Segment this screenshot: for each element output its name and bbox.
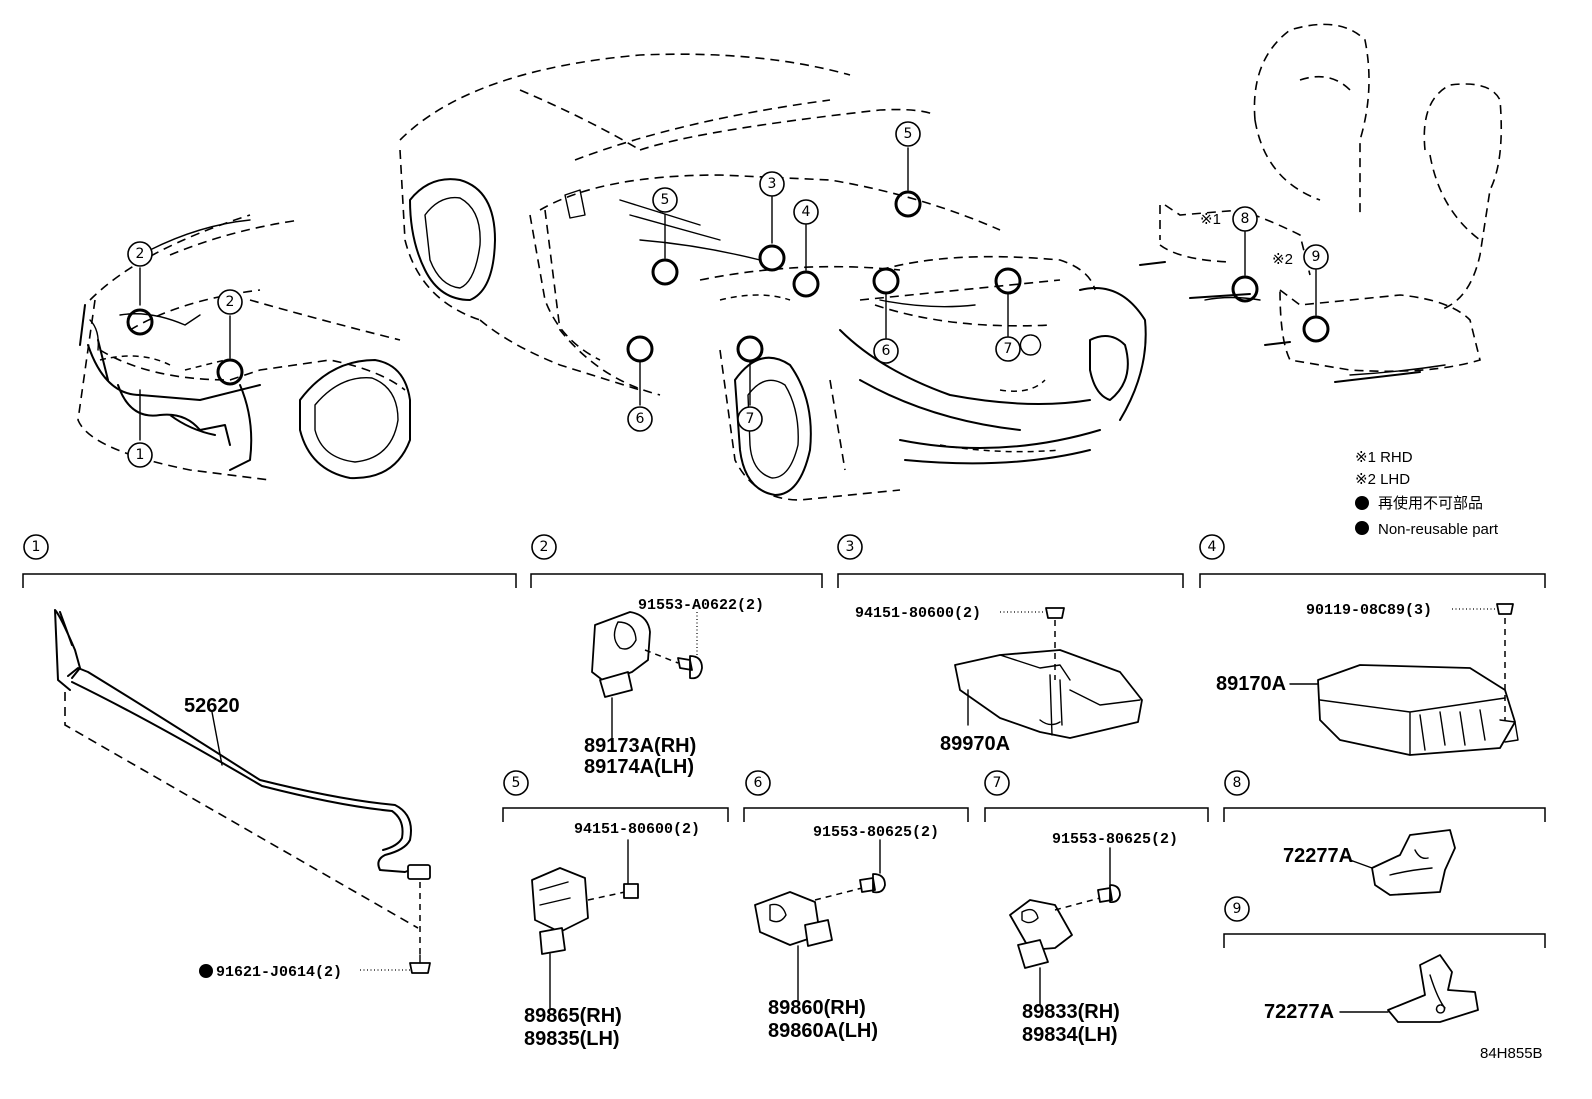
part-89174A-label: 89174A(LH): [584, 756, 694, 778]
fastener-91553-A0622-label: 91553-A0622(2): [638, 597, 764, 614]
nonreusable-dot-icon: [199, 964, 213, 978]
legend-lhd: ※2 LHD: [1355, 471, 1410, 488]
svg-text:3: 3: [768, 176, 777, 192]
svg-text:7: 7: [746, 411, 755, 427]
legend-nonreusable-en: Non-reusable part: [1378, 521, 1499, 538]
fastener-94151-80600b-label: 94151-80600(2): [574, 821, 700, 838]
section-5-side-sensor: 94151-80600(2) 89865(RH) 89835(LH): [524, 821, 700, 1050]
nonreusable-dot-icon: [1355, 496, 1369, 510]
svg-text:1: 1: [32, 539, 41, 555]
callout-2: 2: [217, 289, 243, 315]
fastener-94151-80600-label: 94151-80600(2): [855, 605, 981, 622]
legend-rhd: ※1 RHD: [1355, 449, 1413, 466]
legend: ※1 RHD ※2 LHD 再使用不可部品 Non-reusable part: [1355, 449, 1499, 538]
svg-text:5: 5: [512, 775, 521, 791]
svg-text:5: 5: [904, 126, 913, 142]
part-89834-label: 89834(LH): [1022, 1024, 1118, 1046]
part-52620-label: 52620: [184, 695, 240, 717]
section-brackets: [22, 573, 1546, 948]
svg-text:7: 7: [1004, 341, 1013, 357]
callout-1: 1: [127, 442, 153, 468]
svg-text:5: 5: [661, 192, 670, 208]
part-89860-label: 89860(RH): [768, 997, 866, 1019]
part-89170A-label: 89170A: [1216, 673, 1286, 695]
section-5-number: 5: [503, 770, 529, 796]
callout-5: 5: [895, 121, 921, 147]
section-6-side-sensor: 91553-80625(2) 89860(RH) 89860A(LH): [754, 824, 939, 1042]
section-7-number: 7: [984, 770, 1010, 796]
fastener-90119-08C89-label: 90119-08C89(3): [1306, 602, 1432, 619]
section-numbers: 1 2 3 4 5 6 7 8 9: [23, 534, 1250, 922]
callout-8: 8: [1232, 206, 1258, 232]
callout-5: 5: [652, 187, 678, 213]
svg-text:3: 3: [846, 539, 855, 555]
part-72277A-label: 72277A: [1283, 845, 1353, 867]
rhd-mark: ※1: [1200, 211, 1221, 228]
callout-2: 2: [127, 241, 153, 267]
callout-7: 7: [995, 336, 1021, 362]
legend-nonreusable-jp: 再使用不可部品: [1378, 495, 1483, 512]
svg-text:2: 2: [540, 539, 549, 555]
section-1-pressure-tube: 52620 91621-J0614(2): [54, 609, 431, 981]
svg-text:8: 8: [1233, 775, 1242, 791]
svg-text:6: 6: [882, 343, 891, 359]
callout-6: 6: [873, 338, 899, 364]
diagram-id: 84H855B: [1480, 1045, 1543, 1062]
section-9-number: 9: [1224, 896, 1250, 922]
section-2-front-sensor: 91553-A0622(2) 89173A(RH) 89174A(LH): [584, 597, 764, 778]
section-9-bracket: 72277A: [1264, 954, 1479, 1023]
fastener-91621-label: 91621-J0614(2): [216, 964, 342, 981]
callout-6: 6: [627, 406, 653, 432]
callout-4: 4: [793, 199, 819, 225]
section-2-number: 2: [531, 534, 557, 560]
lhd-mark: ※2: [1272, 251, 1293, 268]
part-89835-label: 89835(LH): [524, 1028, 620, 1050]
car-rear-view: [399, 53, 1147, 501]
part-89970A-label: 89970A: [940, 733, 1010, 755]
section-7-side-sensor: 91553-80625(2) 89833(RH) 89834(LH): [1009, 831, 1178, 1046]
section-8-number: 8: [1224, 770, 1250, 796]
svg-text:9: 9: [1233, 901, 1242, 917]
section-4-airbag-ecu: 90119-08C89(3) 89170A: [1216, 602, 1519, 756]
part-89173A-label: 89173A(RH): [584, 735, 696, 757]
overview-callouts: 2 2 1 5 3 4 5 6 7 6 7 8 9: [127, 121, 1329, 468]
svg-text:4: 4: [802, 204, 811, 220]
svg-text:2: 2: [226, 294, 235, 310]
section-3-occupant-module: 94151-80600(2) 89970A: [855, 605, 1143, 755]
part-72277A-label: 72277A: [1264, 1001, 1334, 1023]
section-4-number: 4: [1199, 534, 1225, 560]
svg-text:8: 8: [1241, 211, 1250, 227]
section-8-bracket: 72277A: [1283, 829, 1456, 896]
callout-7: 7: [737, 406, 763, 432]
svg-text:6: 6: [636, 411, 645, 427]
svg-text:4: 4: [1208, 539, 1217, 555]
fastener-91553-80625b-label: 91553-80625(2): [1052, 831, 1178, 848]
section-1-number: 1: [23, 534, 49, 560]
fastener-91553-80625-label: 91553-80625(2): [813, 824, 939, 841]
callout-3: 3: [759, 171, 785, 197]
part-89833-label: 89833(RH): [1022, 1001, 1120, 1023]
section-6-number: 6: [745, 770, 771, 796]
svg-text:1: 1: [136, 447, 145, 463]
svg-text:2: 2: [136, 246, 145, 262]
svg-text:6: 6: [754, 775, 763, 791]
callout-9: 9: [1303, 244, 1329, 270]
seats-view: ※1 ※2: [1139, 23, 1503, 383]
part-89865-label: 89865(RH): [524, 1005, 622, 1027]
front-bumper-view: [77, 214, 411, 481]
nonreusable-dot-icon: [1355, 521, 1369, 535]
svg-text:9: 9: [1312, 249, 1321, 265]
part-89860A-label: 89860A(LH): [768, 1020, 878, 1042]
section-3-number: 3: [837, 534, 863, 560]
svg-text:7: 7: [993, 775, 1002, 791]
